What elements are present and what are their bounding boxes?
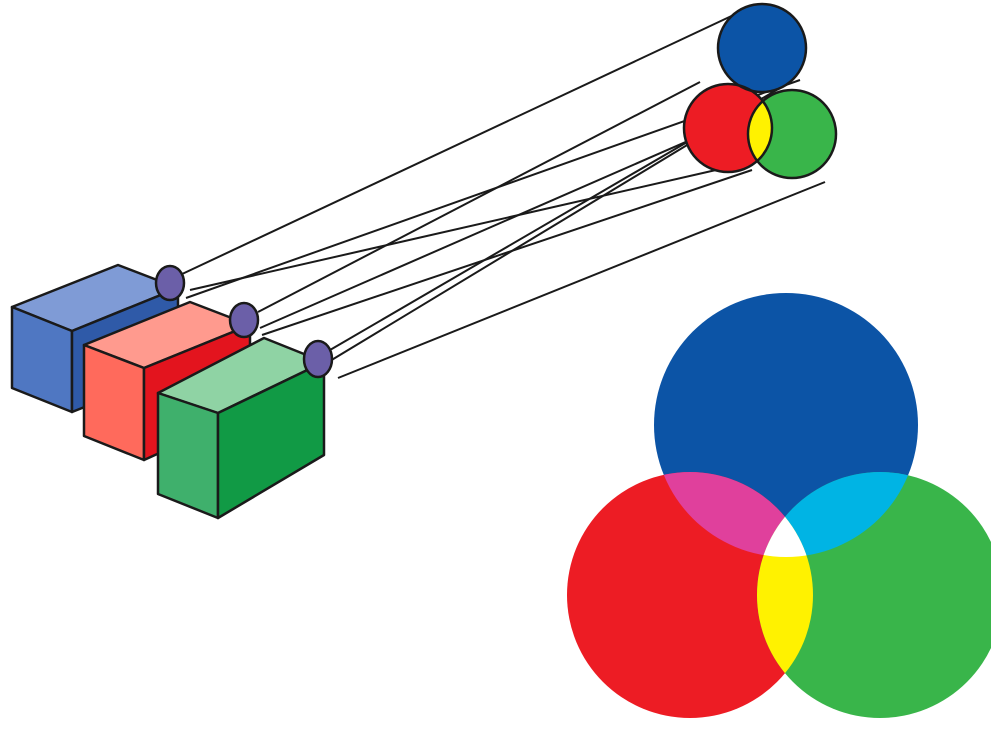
beam-cross-3 bbox=[325, 110, 745, 364]
beam-blue-top bbox=[180, 12, 740, 275]
blue-projector-lens-icon bbox=[156, 266, 184, 300]
green-projector-lens-icon bbox=[304, 341, 332, 377]
beam-cross-1 bbox=[190, 170, 716, 290]
beam-red-top bbox=[258, 82, 700, 312]
green-projector-front bbox=[158, 393, 218, 518]
red-projector-lens-icon bbox=[230, 303, 258, 337]
rgb-venn-diagram bbox=[567, 293, 991, 718]
projected-circles bbox=[684, 4, 836, 178]
